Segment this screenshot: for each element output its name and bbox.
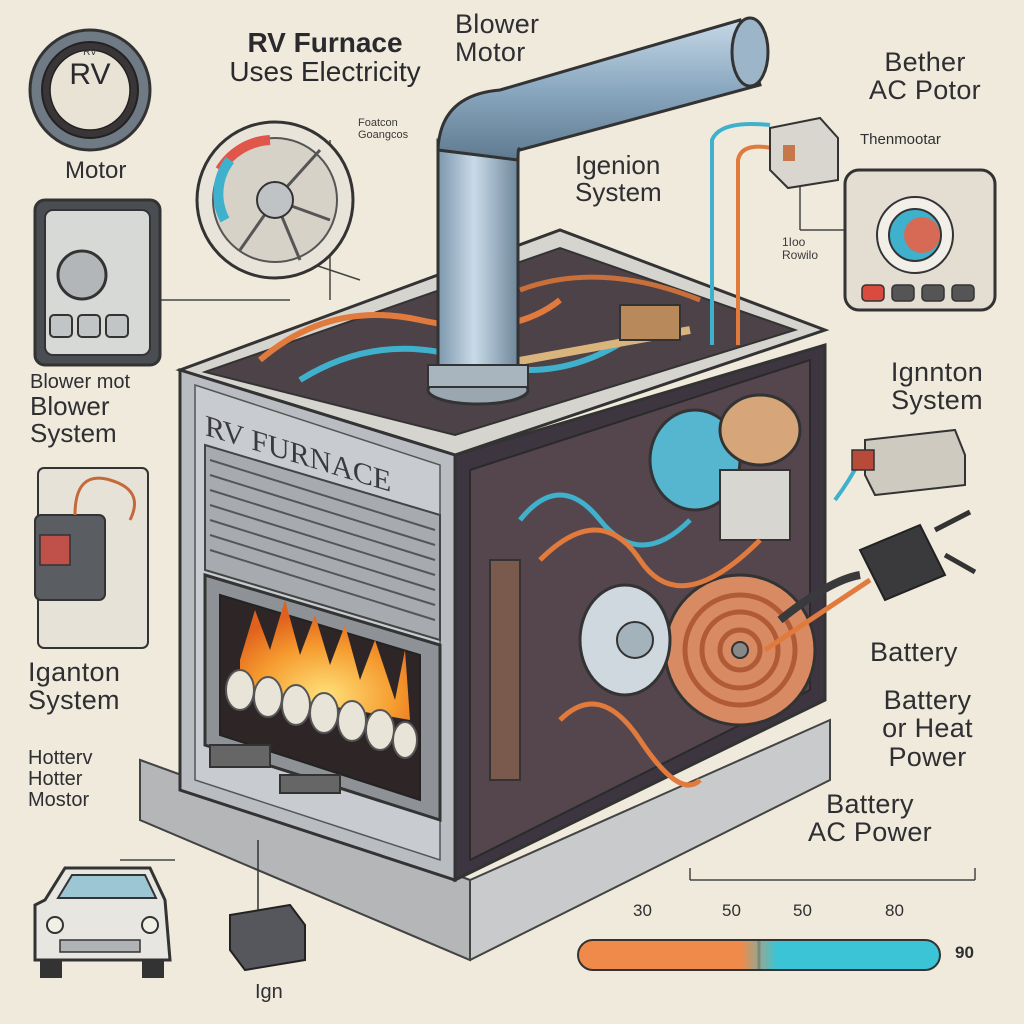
blower-system-line3: System — [30, 418, 117, 449]
switch-box-icon — [769, 116, 839, 190]
thermo-small-line2: Rowilo — [782, 247, 819, 262]
burner-logs — [225, 669, 418, 759]
label-hottery: Hotterv Hotter Mostor — [28, 748, 92, 811]
gauge-tick-4: 80 — [885, 901, 904, 920]
gauge-tick-2: 50 — [722, 901, 741, 920]
gauge-tick-3: 50 — [793, 901, 812, 920]
label-bether-ac-motor: Bether AC Potor — [840, 48, 1010, 105]
battery-heat-line2: or Heat — [882, 713, 973, 744]
fan-dial-icon — [195, 120, 355, 280]
fan-tiny-line2: Goangcos — [358, 128, 409, 141]
gauge-bar — [577, 939, 941, 971]
battery-heat-line3: Power — [888, 741, 967, 772]
ignition-module-icon — [851, 428, 966, 497]
thermostat-icon — [843, 168, 997, 312]
rv-badge-line2: RV — [69, 57, 111, 91]
ignition-top-line2: System — [575, 177, 662, 208]
battery-heat-line1: Battery — [883, 685, 972, 715]
burner-flame-icon — [240, 600, 410, 720]
plug-icon — [777, 509, 977, 624]
title-line1: RV Furnace — [247, 27, 403, 58]
control-panel-icon — [33, 198, 162, 367]
label-battery-1: Battery — [870, 637, 958, 667]
blower-system-line2: Blower — [30, 391, 110, 421]
car-icon — [33, 866, 172, 978]
battery-ac-line1: Battery — [826, 789, 914, 819]
diagram-title: RV Furnace Uses Electricity — [190, 28, 460, 87]
title-line2: Uses Electricity — [229, 56, 421, 88]
pipe-icon — [426, 16, 770, 406]
gauge-end-label: 90 — [955, 943, 974, 962]
label-motor-left: Motor — [65, 157, 127, 184]
iganton-line2: System — [28, 685, 120, 716]
label-blower-motor-top: Blower Motor — [455, 10, 539, 67]
bether-line2: AC Potor — [869, 75, 981, 106]
bether-line1: Bether — [884, 47, 966, 77]
ignition-right-line1: Ignnton — [890, 357, 984, 387]
thermo-small-line1: 1Ioo — [782, 235, 806, 249]
blower-switch-icon — [34, 467, 149, 649]
ignition-right-line2: System — [891, 385, 983, 416]
label-ignition-top: Igenion System — [575, 150, 662, 208]
label-thermostat: Thenmootar — [860, 131, 941, 148]
label-fan-tiny: Foatcon Goangcos — [358, 117, 409, 141]
blower-system-line1: Blower mot — [30, 371, 131, 393]
vent-grille — [204, 443, 441, 642]
ignition-box-bottom-icon — [229, 840, 306, 972]
hottery-line3: Mostor — [28, 789, 90, 811]
battery-ac-line2: AC Power — [808, 817, 932, 848]
rv-badge-icon — [28, 28, 152, 152]
coil-icon — [489, 393, 817, 788]
label-ignition-right: Ignnton System — [872, 358, 1002, 415]
fan-tiny-line1: Foatcon — [358, 117, 398, 129]
ignition-top-line1: Igenion — [575, 150, 661, 180]
hottery-line2: Hotter — [28, 768, 83, 790]
rv-badge-line1: RV — [83, 47, 97, 58]
burner-window — [203, 572, 442, 823]
rv-badge-text: RV RV — [60, 47, 120, 91]
blower-motor-line2: Motor — [455, 37, 526, 68]
hottery-line1: Hotterv — [28, 747, 93, 769]
label-ign-bottom: Ign — [255, 981, 283, 1003]
label-battery-heat: Battery or Heat Power — [865, 686, 990, 771]
blower-motor-line1: Blower — [455, 9, 540, 39]
iganton-line1: Iganton — [28, 657, 121, 687]
label-battery-ac: Battery AC Power — [770, 790, 970, 847]
label-blower-system: Blower mot Blower System — [30, 372, 130, 448]
label-thermo-small: 1Ioo Rowilo — [782, 236, 818, 261]
label-iganton: Iganton System — [28, 658, 120, 715]
gauge-tick-1: 30 — [633, 901, 652, 920]
